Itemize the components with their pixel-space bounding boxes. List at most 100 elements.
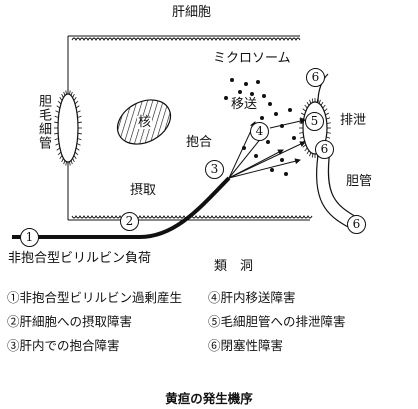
fringe-tick xyxy=(304,104,308,109)
fringe-tick xyxy=(73,97,77,101)
fringe-tick xyxy=(311,153,314,158)
fringe-tick xyxy=(56,105,61,109)
microsome-dot xyxy=(284,172,288,176)
marker-4: 4 xyxy=(250,122,269,141)
bile-duct-label: 胆管 xyxy=(346,174,373,189)
microsome-dot xyxy=(270,168,274,172)
fringe-tick xyxy=(70,91,73,96)
fringe-tick xyxy=(326,132,331,134)
bile-duct-upper xyxy=(317,73,329,103)
fringe-tick xyxy=(320,101,324,106)
legend-item-6: ⑥閉塞性障害 xyxy=(208,338,284,353)
fringe-tick xyxy=(69,90,71,95)
fringe-tick xyxy=(77,115,82,118)
marker-3: 3 xyxy=(205,160,224,179)
microsome-dot xyxy=(288,108,292,112)
bile-canaliculus-label: 胆毛細管 xyxy=(36,94,51,150)
microsome-dot xyxy=(274,112,278,116)
fringe-tick xyxy=(57,151,62,156)
bile-canaliculus-shape xyxy=(57,93,79,163)
fringe-tick xyxy=(57,100,62,105)
microsome-dot xyxy=(238,90,242,94)
fringe-tick xyxy=(61,158,64,163)
microsome-dot xyxy=(292,136,296,140)
microsome-dot xyxy=(256,80,260,84)
fringe-tick xyxy=(56,147,61,151)
marker-2: 2 xyxy=(120,212,139,231)
fringe-tick xyxy=(322,104,326,109)
bile-duct-inner xyxy=(327,149,359,219)
fringe-tick xyxy=(54,132,59,135)
figure-caption: 黄疸の発生機序 xyxy=(165,391,253,406)
hepatocyte-label: 肝細胞 xyxy=(172,5,212,20)
fringe-tick xyxy=(300,112,305,116)
fringe-tick xyxy=(59,97,63,101)
fringe-tick xyxy=(76,143,81,146)
fringe-tick xyxy=(63,91,66,96)
legend-item-2: ②肝細胞への摂取障害 xyxy=(7,314,133,329)
excretion-label: 排泄 xyxy=(340,113,367,128)
conjugation-label: 抱合 xyxy=(186,135,213,150)
marker-5: 5 xyxy=(305,112,324,131)
fringe-tick xyxy=(318,99,321,104)
fringe-tick xyxy=(323,108,328,112)
microsome-dot xyxy=(242,146,246,150)
fringe-tick xyxy=(55,143,60,146)
nucleus-label: 核 xyxy=(137,115,153,130)
marker-6c: 6 xyxy=(347,215,366,234)
fringe-tick xyxy=(73,155,77,159)
fringe-tick xyxy=(76,110,81,113)
uptake-label: 摂取 xyxy=(130,183,157,198)
fringe-tick xyxy=(309,99,312,104)
fringe-tick xyxy=(63,160,66,165)
fringe-tick xyxy=(299,122,304,124)
fringe-tick xyxy=(306,150,310,155)
fringe-tick xyxy=(326,117,331,120)
microsome-dot xyxy=(244,82,248,86)
fringe-tick xyxy=(74,100,79,105)
fringe-tick xyxy=(59,155,63,159)
fringe-tick xyxy=(72,158,75,163)
fringe-tick xyxy=(306,101,310,106)
microsome-dot xyxy=(268,102,272,106)
fringe-tick xyxy=(54,138,59,141)
sinusoid-label: 類 洞 xyxy=(214,259,254,274)
fringe-tick xyxy=(299,117,304,120)
fringe-tick xyxy=(304,147,308,152)
legend-item-3: ③肝内での抱合障害 xyxy=(7,338,120,353)
fringe-tick xyxy=(311,98,314,103)
legend-item-5: ⑤毛細胆管への排泄障害 xyxy=(208,314,346,329)
fringe-tick xyxy=(54,115,59,118)
fringe-tick xyxy=(325,112,330,116)
fringe-tick xyxy=(77,138,82,141)
microsome-dot xyxy=(230,78,234,82)
microsome-dot xyxy=(280,124,284,128)
fringe-tick xyxy=(69,161,71,166)
marker-6a: 6 xyxy=(306,68,325,87)
fringe-tick xyxy=(326,122,331,124)
microsome-label: ミクロソーム xyxy=(213,51,291,66)
microsome-dot xyxy=(266,140,270,144)
fringe-tick xyxy=(70,160,73,165)
fringe-tick xyxy=(326,136,331,139)
fringe-tick xyxy=(299,136,304,139)
marker-6b: 6 xyxy=(315,140,334,159)
legend-item-4: ④肝内移送障害 xyxy=(208,290,296,305)
fringe-tick xyxy=(75,147,80,151)
fringe-tick xyxy=(54,121,59,124)
microsome-dot xyxy=(260,116,264,120)
fringe-tick xyxy=(302,144,307,148)
fringe-tick xyxy=(77,132,82,135)
marker-1: 1 xyxy=(20,228,39,247)
bile-duct-outer xyxy=(316,154,351,229)
microsome-dots xyxy=(224,78,296,176)
fringe-tick xyxy=(72,93,75,98)
fringe-tick xyxy=(65,90,67,95)
transport-label: 移送 xyxy=(231,97,258,112)
fringe-tick xyxy=(309,152,312,157)
fringe-tick xyxy=(61,93,64,98)
bilirubin-load-label: 非抱合型ビリルビン負荷 xyxy=(8,251,152,266)
fringe-tick xyxy=(302,108,307,112)
microsome-dot xyxy=(262,94,266,98)
microsome-dot xyxy=(254,154,258,158)
